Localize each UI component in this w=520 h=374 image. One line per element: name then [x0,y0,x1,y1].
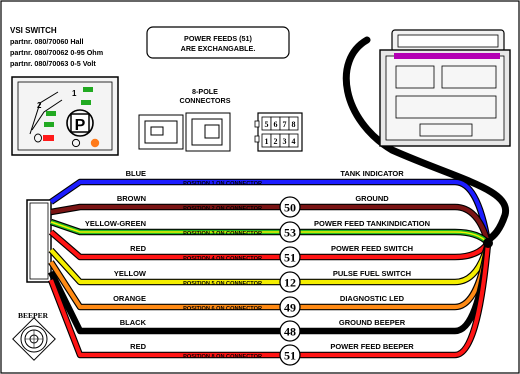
wire-position-label: POSITION 3 ON CONNECTOR [183,231,262,237]
wire-function-label: GROUND [355,194,389,203]
wire-3: YELLOW-GREEN POSITION 3 ON CONNECTOR POWER… [49,218,491,246]
wire-color-label: BROWN [117,194,146,203]
terminal-number: 49 [284,301,296,315]
ecu-unit [342,29,511,244]
wire-outline [48,229,491,261]
indicator-led-red [43,135,54,141]
pin-label-8: 8 [292,120,296,129]
wire-position-label: POSITION 2 ON CONNECTOR [183,206,262,212]
wire-5: YELLOW POSITION 5 ON CONNECTOR PULSE FUEL … [48,242,492,293]
wire-color-label: RED [130,342,146,351]
wire-function-label: GROUND BEEPER [339,318,406,327]
terminal-number: 48 [284,325,296,339]
terminal-number: 51 [284,349,296,363]
p-symbol: P [75,117,86,134]
indicator-led-green-1 [83,87,93,92]
wire-function-label: POWER FEED TANKINDICATION [314,219,430,228]
indicator-led-red-outline [34,133,42,143]
terminal-number: 50 [284,201,296,215]
wire-color-label: ORANGE [113,294,146,303]
wire-position-label: POSITION 8 ON CONNECTOR [183,354,262,360]
wire-color-label: BLUE [126,169,146,178]
vsi-switch-face: 1 2 P [11,76,119,156]
p-symbol-box [70,113,90,133]
part-number-1: partnr. 080/70060 Hall [10,37,84,46]
terminal-circle [279,271,301,293]
terminal-circle [279,320,301,342]
terminal-number: 51 [284,251,296,265]
terminal-circle [279,196,301,218]
wire-function-label: POWER FEED SWITCH [331,244,413,253]
pin-label-7: 7 [283,120,287,129]
wire-color-label: BLACK [120,318,147,327]
wire-color-label: YELLOW-GREEN [85,219,146,228]
indicator-led-orange [90,138,100,148]
terminal-circle [279,221,301,243]
pin-label-6: 6 [274,120,278,129]
indicator-led-green-2 [81,100,91,105]
pin-label-2: 2 [274,137,278,146]
wire-harness: BLUE POSITION 1 ON CONNECTOR TANK INDICATO… [47,169,492,366]
pin-label-3: 3 [283,137,287,146]
part-number-2: partnr. 080/70062 0-95 Ohm [10,48,103,57]
terminal-circle [279,296,301,318]
wire-2: BROWN POSITION 2 ON CONNECTOR GROUND 50 [50,194,492,244]
notice-line-2: ARE EXCHANGABLE. [181,44,256,53]
wire-function-label: TANK INDICATOR [340,169,404,178]
connector-title-1: 8-POLE [192,87,218,96]
indicator-led-green-4 [44,122,54,127]
wire-core [50,204,491,244]
part-number-3: partnr. 080/70063 0-5 Volt [10,59,96,68]
wire-position-label: POSITION 5 ON CONNECTOR [183,281,262,287]
wire-core [49,242,491,358]
terminal-number: 53 [284,226,296,240]
beeper-label: BEEPER [18,311,49,320]
terminal-circle [279,344,301,366]
wire-function-label: DIAGNOSTIC LED [340,294,405,303]
wire-function-label: POWER FEED BEEPER [330,342,414,351]
connector-title-2: CONNECTORS [180,96,231,105]
pin-label-1: 1 [265,137,269,146]
switch-title: VSI SWITCH [10,26,57,35]
wire-color-label: YELLOW [114,269,147,278]
switch-connector-block [26,199,52,283]
pin-label-4: 4 [292,137,296,146]
wire-color-label: RED [130,244,146,253]
terminal-number: 12 [284,276,296,290]
pin-label-5: 5 [265,120,269,129]
wire-4: RED POSITION 4 ON CONNECTOR POWER FEED SWI… [48,229,491,268]
harness-bundle [483,238,493,248]
eight-pole-connector-pair [138,112,231,152]
knob-ring [66,109,94,137]
indicator-led-empty [71,138,81,148]
wire-function-label: PULSE FUEL SWITCH [333,269,411,278]
indicator-led-green-3 [46,111,56,116]
switch-position-1: 1 [72,89,77,98]
wire-position-label: POSITION 1 ON CONNECTOR [183,181,262,187]
wire-8: RED POSITION 8 ON CONNECTOR POWER FEED BEE… [47,242,492,366]
wire-position-label: POSITION 6 ON CONNECTOR [183,306,262,312]
beeper-device [12,317,56,361]
connector-pin-layout: 5 6 7 8 1 2 3 4 [254,112,303,152]
notice-box [146,26,290,59]
switch-position-2: 2 [37,101,42,110]
wire-position-label: POSITION 7 ON CONNECTOR [183,330,262,336]
notice-line-1: POWER FEEDS (51) [184,34,252,43]
wire-core [49,230,490,260]
wire-position-label: POSITION 4 ON CONNECTOR [183,256,262,262]
terminal-circle [279,246,301,268]
